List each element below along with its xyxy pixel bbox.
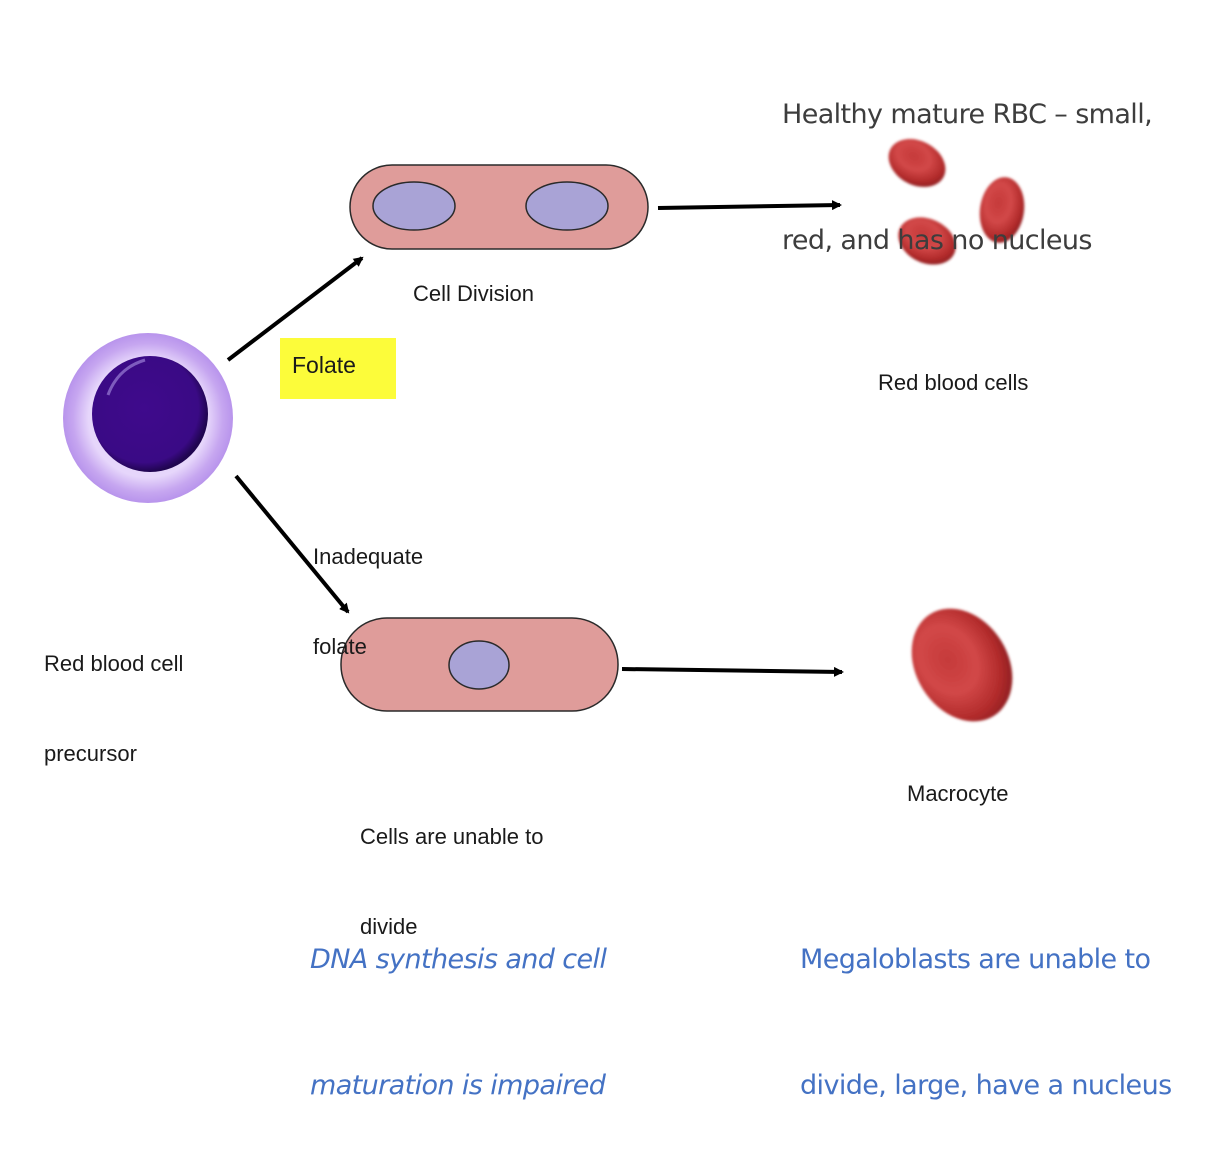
rbc-1 bbox=[888, 139, 946, 187]
precursor-label: Red blood cell precursor bbox=[44, 589, 183, 799]
folate-highlight-box: Folate bbox=[280, 338, 396, 399]
arrow-to-red-blood-cells bbox=[657, 200, 842, 211]
inadequate-folate-line1: Inadequate bbox=[313, 544, 424, 569]
undivided-nucleus bbox=[448, 640, 510, 690]
precursor-label-line1: Red blood cell bbox=[44, 651, 184, 676]
macrocyte-label: Macrocyte bbox=[907, 781, 1009, 806]
undivided-cell bbox=[340, 617, 619, 712]
dna-synthesis-note-line2: maturation is impaired bbox=[310, 1070, 606, 1101]
unable-to-divide-line2: divide bbox=[360, 914, 418, 939]
nucleus-left bbox=[372, 181, 456, 231]
dna-synthesis-note-line1: DNA synthesis and cell bbox=[310, 944, 607, 975]
dividing-cell bbox=[349, 164, 649, 250]
arrow-to-undivided-cell bbox=[234, 474, 350, 614]
nucleus-right bbox=[525, 181, 609, 231]
precursor-nucleus bbox=[92, 356, 208, 472]
healthy-red-blood-cells bbox=[888, 139, 1025, 265]
megaloblast-note: Megaloblasts are unable to divide, large… bbox=[800, 855, 1172, 1149]
healthy-rbc-note-line1: Healthy mature RBC – small, bbox=[782, 99, 1153, 130]
megaloblast-note-line1: Megaloblasts are unable to bbox=[800, 944, 1151, 975]
inadequate-folate-line2: folate bbox=[313, 634, 367, 659]
arrow-to-macrocyte bbox=[621, 666, 844, 677]
unable-to-divide-line1: Cells are unable to bbox=[360, 824, 544, 849]
rbc-2 bbox=[979, 177, 1025, 243]
healthy-rbc-note-line2: red, and has no nucleus bbox=[782, 225, 1092, 256]
red-blood-cells-label: Red blood cells bbox=[878, 370, 1029, 395]
arrow-to-cell-division bbox=[226, 256, 364, 362]
rbc-3 bbox=[898, 217, 956, 265]
precursor-highlight bbox=[106, 358, 146, 396]
dna-synthesis-note: DNA synthesis and cell maturation is imp… bbox=[310, 855, 607, 1149]
megaloblast-note-line2: divide, large, have a nucleus bbox=[800, 1070, 1172, 1101]
unable-to-divide-label: Cells are unable to divide bbox=[360, 762, 543, 972]
healthy-rbc-note: Healthy mature RBC – small, red, and has… bbox=[782, 10, 1153, 304]
folate-diagram bbox=[63, 139, 1025, 722]
folate-label: Folate bbox=[292, 352, 356, 378]
red-blood-cell-precursor bbox=[63, 333, 233, 503]
precursor-label-line2: precursor bbox=[44, 741, 137, 766]
macrocyte-cell bbox=[911, 608, 1013, 722]
inadequate-folate-label: Inadequate folate bbox=[313, 482, 423, 692]
cell-division-label: Cell Division bbox=[413, 281, 535, 306]
